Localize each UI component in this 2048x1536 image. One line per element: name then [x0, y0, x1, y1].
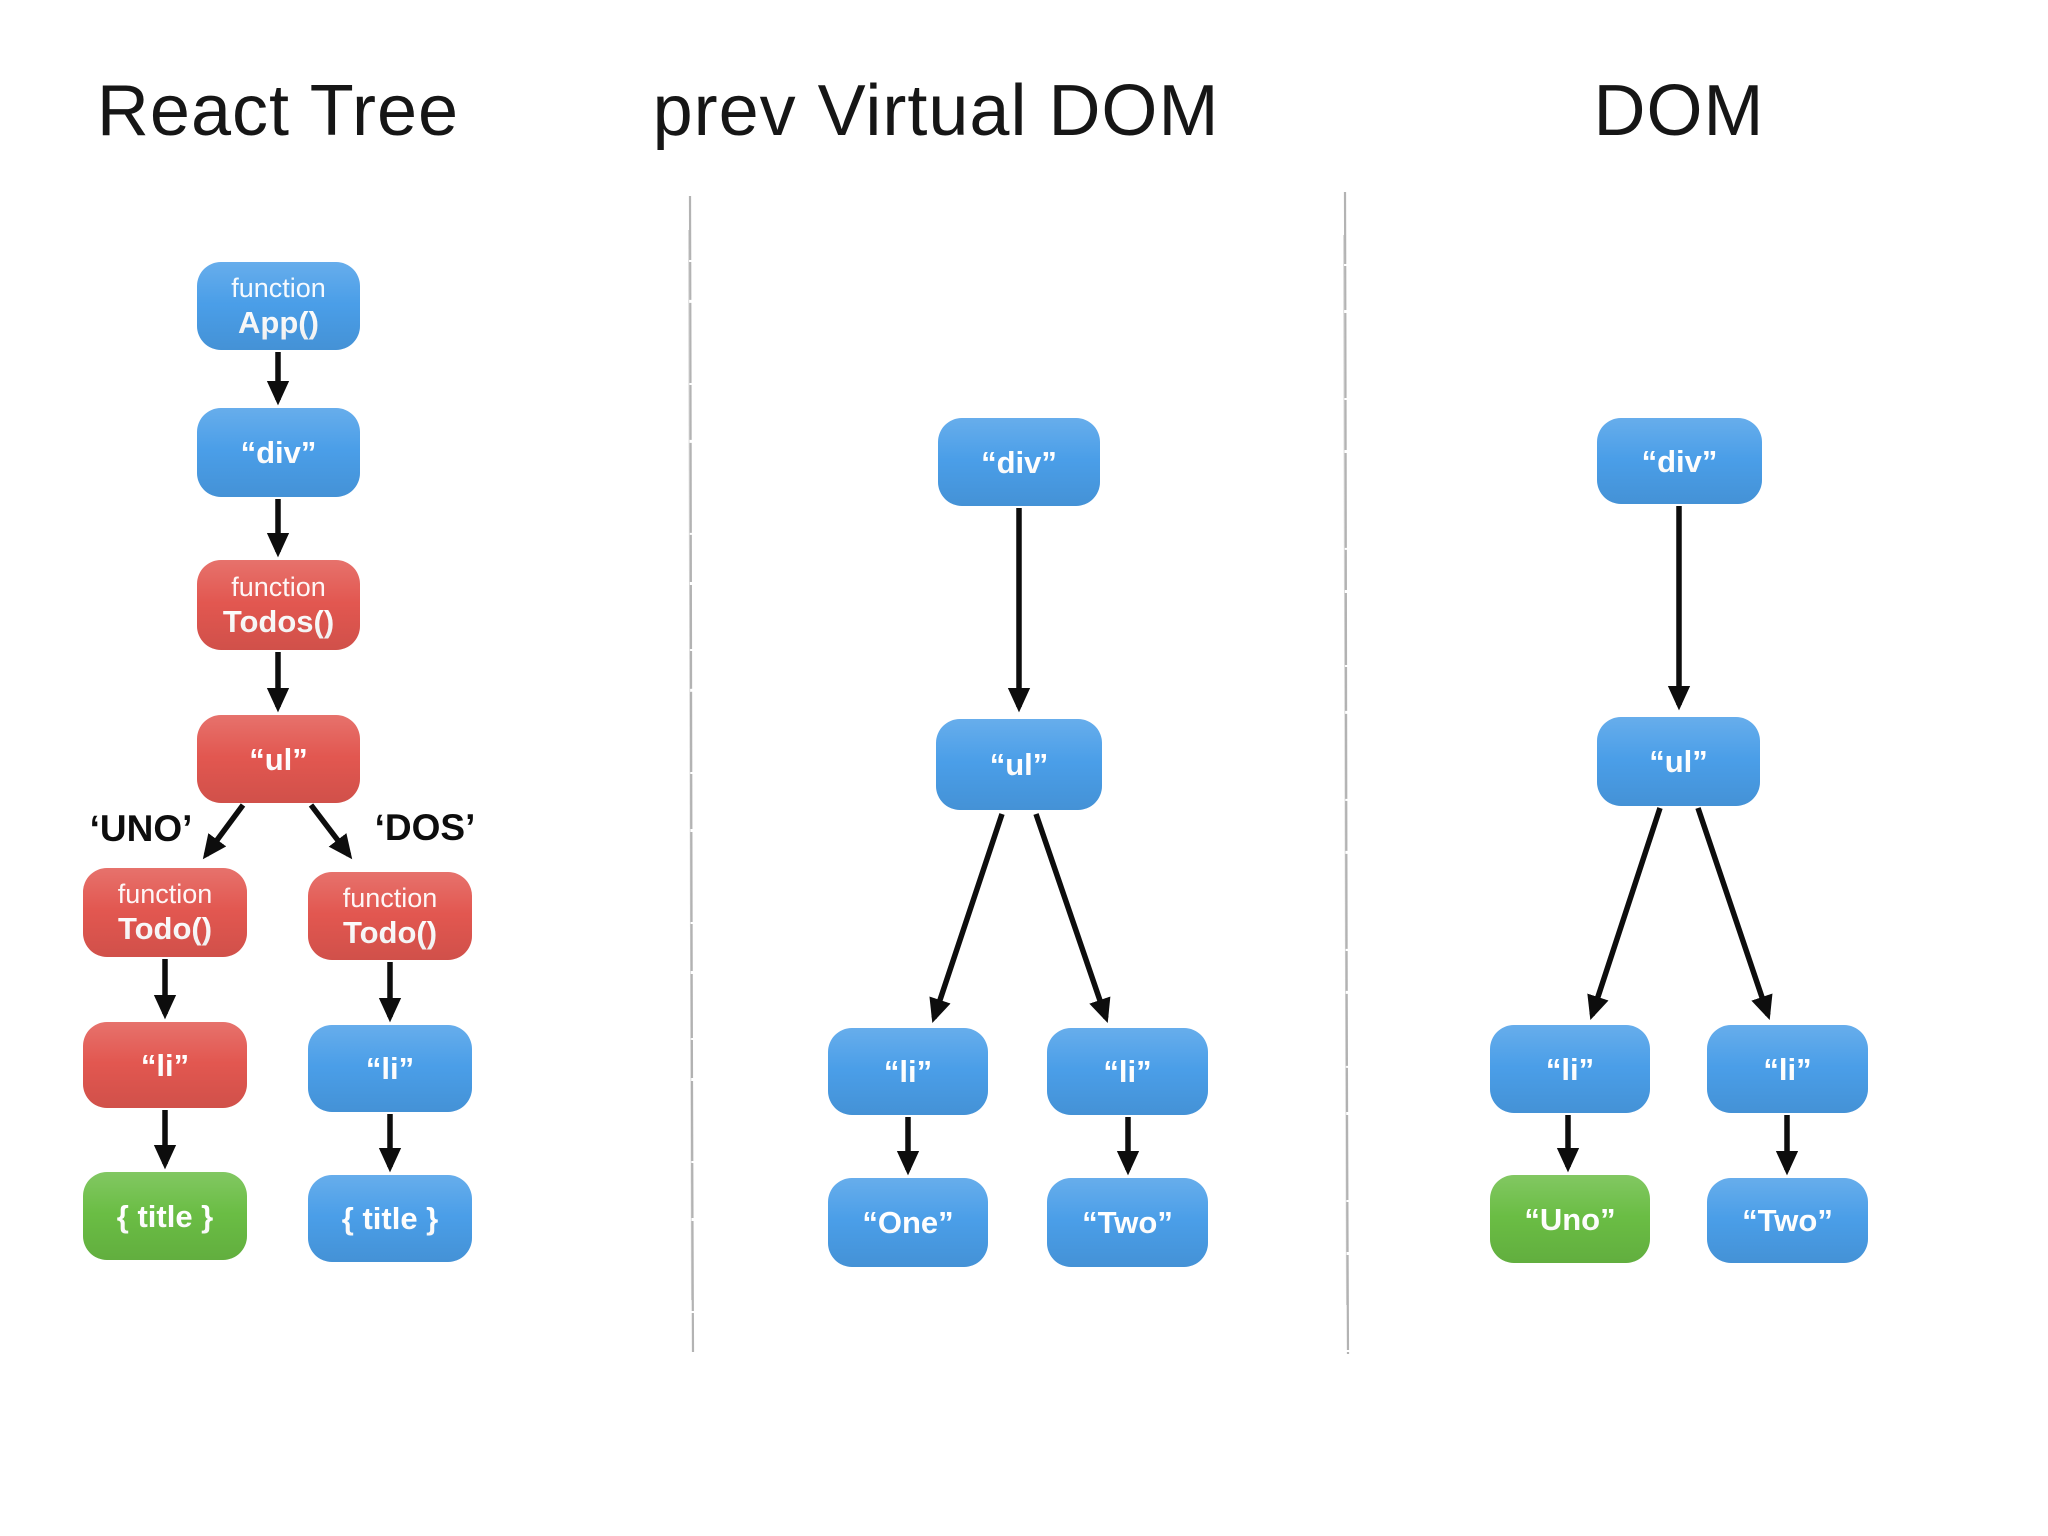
react-li-right-node: “li” — [308, 1025, 472, 1112]
node-label-text: Todos() — [222, 603, 335, 639]
react-tree-title: React Tree — [96, 71, 460, 151]
react-ul-node: “ul” — [197, 715, 360, 803]
node-type-text: function — [231, 272, 326, 303]
edge-ul-todo-left — [202, 803, 246, 860]
column-divider-right — [1343, 191, 1350, 1355]
node-label-text: “div” — [981, 444, 1057, 480]
edge-dom-ul-li-left — [1587, 807, 1663, 1021]
react-div-node: “div” — [197, 408, 360, 497]
react-todos-node: function Todos() — [197, 560, 360, 650]
dom-li-right-node: “li” — [1707, 1025, 1868, 1113]
edge-pvd-ul-li-left — [929, 813, 1005, 1024]
node-label-text: “Two” — [1082, 1205, 1173, 1240]
dom-uno-node: “Uno” — [1490, 1175, 1650, 1263]
column-divider-right-texture — [1343, 234, 1347, 1306]
column-divider-left — [688, 195, 695, 1353]
node-label-text: { title } — [341, 1201, 439, 1236]
dom-li-left-node: “li” — [1490, 1025, 1650, 1113]
node-label-text: “div” — [240, 435, 317, 470]
node-label-text: “li” — [1103, 1054, 1152, 1089]
edge-ul-todo-right — [308, 803, 353, 860]
node-label-text: Todo() — [117, 911, 213, 946]
node-label-text: { title } — [116, 1198, 214, 1234]
node-label-text: “One” — [862, 1205, 954, 1240]
node-label-text: Todo() — [342, 914, 438, 950]
node-label-text: App() — [238, 304, 319, 340]
key-label-uno: ‘UNO’ — [89, 808, 193, 849]
react-todo-left-node: function Todo() — [83, 868, 247, 957]
edge-pvd-ul-li-right — [1033, 813, 1111, 1024]
node-label-text: “ul” — [1649, 744, 1708, 779]
node-label-text: “Two” — [1742, 1203, 1833, 1238]
pvd-two-node: “Two” — [1047, 1178, 1208, 1267]
react-title-right-node: { title } — [308, 1175, 472, 1262]
node-type-text: function — [117, 879, 213, 909]
node-label-text: “Uno” — [1524, 1201, 1616, 1237]
key-label-dos: ‘DOS’ — [374, 807, 476, 848]
node-label-text: “ul” — [249, 741, 308, 777]
pvd-ul-node: “ul” — [936, 719, 1102, 810]
react-app-node: function App() — [197, 262, 360, 350]
dom-ul-node: “ul” — [1597, 717, 1760, 806]
node-label-text: “ul” — [989, 747, 1049, 782]
node-label-text: “li” — [140, 1047, 190, 1083]
dom-title: DOM — [1593, 71, 1765, 151]
dom-div-node: “div” — [1597, 418, 1762, 504]
pvd-one-node: “One” — [828, 1178, 988, 1267]
node-label-text: “li” — [883, 1054, 933, 1089]
react-li-left-node: “li” — [83, 1022, 247, 1108]
react-todo-right-node: function Todo() — [308, 872, 472, 960]
pvd-div-node: “div” — [938, 418, 1100, 506]
node-type-text: function — [342, 882, 438, 913]
react-title-left-node: { title } — [83, 1172, 247, 1260]
prev-virtual-dom-title: prev Virtual DOM — [652, 71, 1220, 151]
pvd-li-left-node: “li” — [828, 1028, 988, 1115]
dom-two-node: “Two” — [1707, 1178, 1868, 1263]
node-label-text: “li” — [1545, 1051, 1595, 1087]
column-divider-left-texture — [688, 229, 692, 1301]
node-label-text: “li” — [1763, 1051, 1812, 1087]
node-type-text: function — [231, 571, 326, 602]
edge-dom-ul-li-right — [1695, 807, 1773, 1021]
node-label-text: “div” — [1641, 443, 1718, 479]
node-label-text: “li” — [365, 1051, 415, 1086]
pvd-li-right-node: “li” — [1047, 1028, 1208, 1115]
